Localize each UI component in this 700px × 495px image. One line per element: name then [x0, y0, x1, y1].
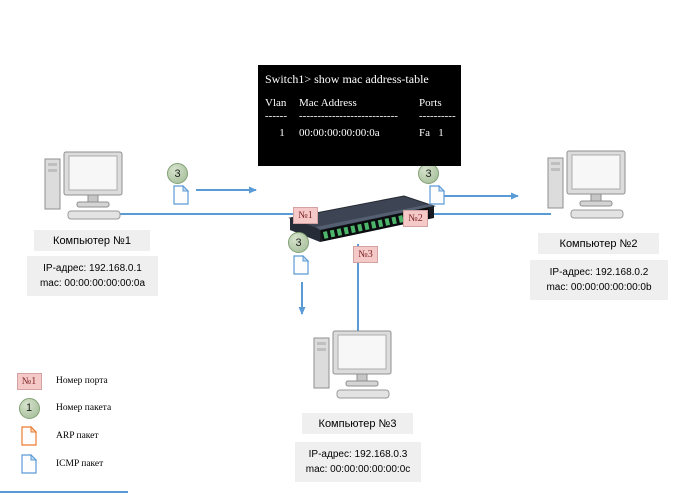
legend-port-label: Номер порта: [56, 376, 108, 386]
mac-table-header: Vlan Mac Address Ports: [258, 97, 461, 110]
packet-number-bottom: 3: [288, 232, 309, 253]
console-command: Switch1> show mac address-table: [265, 72, 429, 86]
legend-item-port: №1 Номер порта: [16, 370, 108, 392]
computer-3-mac: mac: 00:00:00:00:00:0c: [305, 464, 411, 475]
mac-table-header-ports: Ports: [419, 97, 442, 109]
mac-table-header-vlan: Vlan: [265, 97, 287, 109]
computer-1-info: IP-адрес: 192.168.0.1 mac: 00:00:00:00:0…: [27, 256, 158, 296]
computer-1-icon: [44, 151, 123, 220]
icmp-packet-icon-bottom: [293, 255, 309, 275]
switch-console: Switch1> show mac address-table Vlan Mac…: [258, 65, 461, 166]
port-badge-1: №1: [293, 207, 318, 224]
computer-3-ip: IP-адрес: 192.168.0.3: [308, 449, 408, 460]
packet-number-right: 3: [418, 163, 439, 184]
legend-arp-label: ARP пакет: [56, 431, 99, 441]
port-badge-3: №3: [353, 246, 378, 263]
computer-3-title: Компьютер №3: [302, 413, 413, 434]
computer-2-info: IP-адрес: 192.168.0.2 mac: 00:00:00:00:0…: [530, 260, 668, 300]
packet-number-left: 3: [167, 163, 188, 184]
computer-3-icon: [313, 330, 392, 399]
computer-3-info: IP-адрес: 192.168.0.3 mac: 00:00:00:00:0…: [295, 442, 421, 482]
mac-table-row: 1 00:00:00:00:00:0a Fa 1: [258, 127, 461, 140]
icmp-packet-icon: [21, 454, 37, 474]
mac-table-separator-mac: ---------------------------: [299, 110, 398, 122]
legend-packet-label: Номер пакета: [56, 403, 112, 413]
mac-table-separator: ------ --------------------------- -----…: [258, 110, 461, 123]
legend-item-arp: ARP пакет: [16, 425, 99, 447]
computer-1-ip: IP-адрес: 192.168.0.1: [43, 263, 142, 274]
icmp-packet-icon-left: [173, 185, 189, 205]
legend-packet-badge: 1: [18, 397, 40, 419]
arp-packet-icon: [21, 426, 37, 446]
computer-2-icon: [547, 150, 626, 219]
computer-1-title: Компьютер №1: [34, 230, 150, 251]
mac-table-row-mac: 00:00:00:00:00:0a: [299, 127, 380, 139]
legend-item-packet: 1 Номер пакета: [16, 397, 111, 419]
computer-2-title: Компьютер №2: [538, 233, 659, 254]
computer-2-mac: mac: 00:00:00:00:00:0b: [546, 282, 652, 293]
mac-table-separator-vlan: ------: [265, 110, 287, 122]
mac-table-header-mac: Mac Address: [299, 97, 357, 109]
legend-port-badge: №1: [16, 372, 42, 390]
port-badge-2: №2: [403, 210, 428, 227]
computer-2-ip: IP-адрес: 192.168.0.2: [549, 267, 649, 278]
mac-table-row-ports: Fa 1: [419, 127, 444, 139]
computer-1-mac: mac: 00:00:00:00:00:0a: [39, 278, 146, 289]
mac-table-separator-ports: ----------: [419, 110, 456, 122]
mac-table-row-vlan: 1: [279, 127, 285, 139]
legend-item-icmp: ICMP пакет: [16, 453, 103, 475]
legend-icmp-label: ICMP пакет: [56, 459, 104, 469]
icmp-packet-icon-right: [429, 185, 445, 205]
